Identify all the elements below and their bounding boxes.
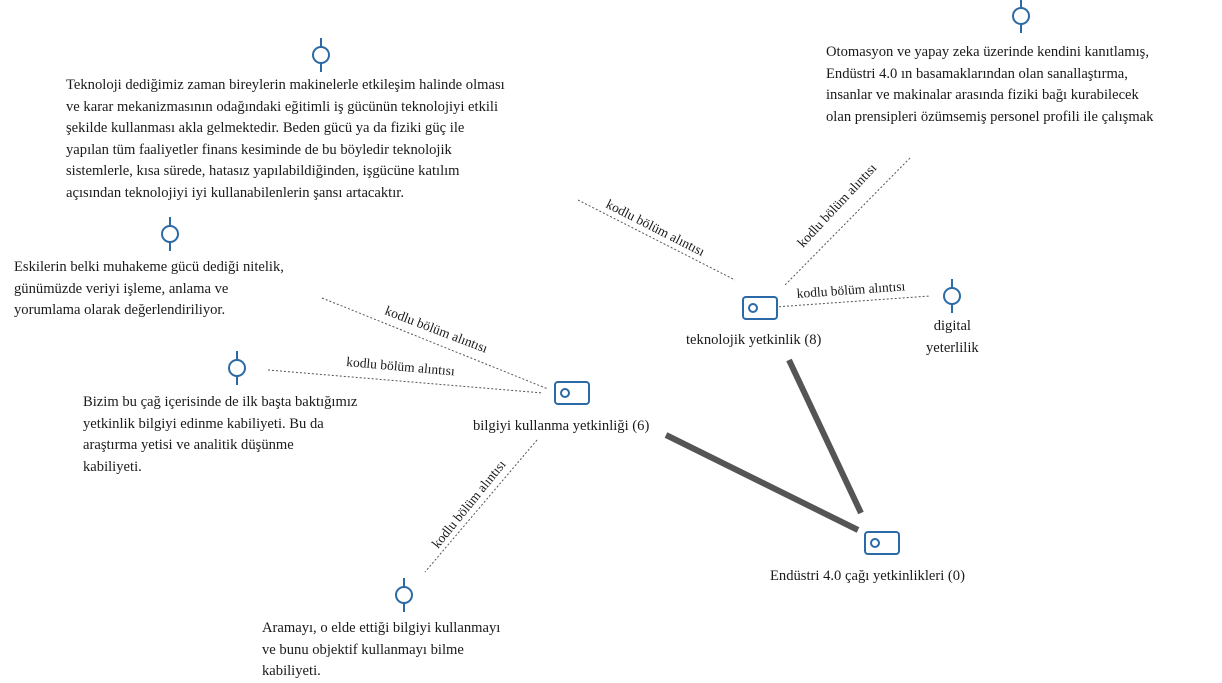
code-icon-teknolojik[interactable]	[742, 296, 778, 320]
link-label-otomasyon: kodlu bölüm alıntısı	[794, 160, 879, 250]
quote-icon-arama[interactable]	[395, 577, 413, 613]
links	[267, 157, 931, 573]
link-eskiler-quote	[321, 297, 549, 390]
quote-icon-bizim[interactable]	[228, 350, 246, 386]
thick-link-teknolojik-endustri	[786, 358, 864, 515]
link-bizim-quote	[267, 369, 544, 394]
link-digital	[774, 295, 931, 308]
link-label-bizim: kodlu bölüm alıntısı	[346, 354, 456, 378]
code-icon-endustri[interactable]	[864, 531, 900, 555]
link-labels: kodlu bölüm alıntısı kodlu bölüm alıntıs…	[346, 160, 906, 551]
quote-icon-otomasyon[interactable]	[1012, 0, 1030, 34]
code-label-bilgiyi: bilgiyi kullanma yetkinliği (6)	[473, 418, 650, 434]
link-teknoloji-quote	[577, 199, 736, 281]
quote-eskiler: Eskilerin belki muhakeme gücü dediği nit…	[14, 259, 284, 318]
quote-icon-teknoloji[interactable]	[312, 37, 330, 73]
quote-otomasyon: Otomasyon ve yapay zeka üzerinde kendini…	[826, 44, 1154, 125]
quote-bizim: Bizim bu çağ içerisinde de ilk başta bak…	[83, 394, 358, 475]
quote-icon-digital[interactable]	[943, 278, 961, 314]
quote-digital: digital yeterlilik	[926, 318, 979, 356]
link-label-eskiler: kodlu bölüm alıntısı	[383, 303, 490, 356]
link-label-teknoloji: kodlu bölüm alıntısı	[604, 196, 708, 259]
code-label-endustri: Endüstri 4.0 çağı yetkinlikleri (0)	[770, 568, 965, 584]
code-label-teknolojik: teknolojik yetkinlik (8)	[686, 332, 822, 348]
code-icon-bilgiyi[interactable]	[554, 381, 590, 405]
quote-arama: Aramayı, o elde ettiği bilgiyi kullanmay…	[262, 620, 501, 679]
quote-icon-eskiler[interactable]	[161, 216, 179, 252]
link-label-arama: kodlu bölüm alıntısı	[429, 457, 509, 551]
thick-link-bilgiyi-endustri	[664, 432, 860, 533]
link-label-digital: kodlu bölüm alıntısı	[796, 278, 906, 301]
link-arama-quote	[424, 439, 538, 573]
link-otomasyon-quote	[784, 157, 911, 286]
quote-teknoloji: Teknoloji dediğimiz zaman bireylerin mak…	[66, 77, 505, 201]
